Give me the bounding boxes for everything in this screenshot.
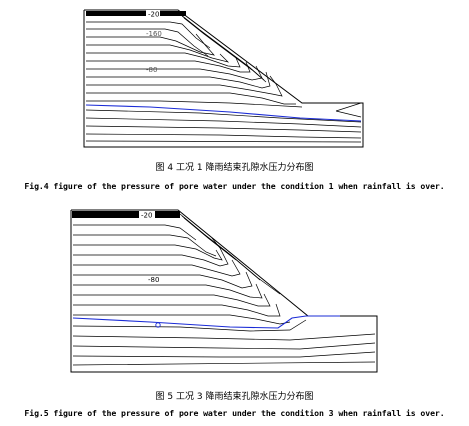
figure-4-svg: -20 -160 -80: [83, 9, 364, 148]
figure-5-caption-cn: 图 5 工况 3 降雨结束孔隙水压力分布图: [155, 392, 314, 402]
contour-lines: [72, 213, 376, 366]
surface-band: [72, 211, 180, 218]
contour-label: -20: [141, 212, 152, 220]
figure-4-caption-cn: 图 4 工况 1 降雨结束孔隙水压力分布图: [155, 163, 314, 173]
model-boundary: [83, 9, 364, 148]
figure-4-plot: -20 -160 -80: [0, 0, 469, 158]
phreatic-line: [85, 104, 362, 122]
figure-5-plot: -20 -80: [0, 200, 469, 386]
surface-band: [86, 11, 186, 16]
figure-4-caption-en: Fig.4 figure of the pressure of pore wat…: [24, 181, 445, 191]
marker-point: [155, 322, 161, 328]
figure-5-caption-en: Fig.5 figure of the pressure of pore wat…: [24, 408, 445, 418]
contour-label: -20: [148, 11, 159, 19]
phreatic-line: [72, 315, 340, 329]
figure-5-svg: -20 -80: [70, 209, 378, 373]
contour-label: -80: [148, 276, 159, 284]
contour-lines: [85, 13, 362, 143]
contour-label: -80: [146, 66, 157, 74]
contour-label: -160: [146, 30, 162, 38]
model-boundary: [70, 209, 378, 373]
